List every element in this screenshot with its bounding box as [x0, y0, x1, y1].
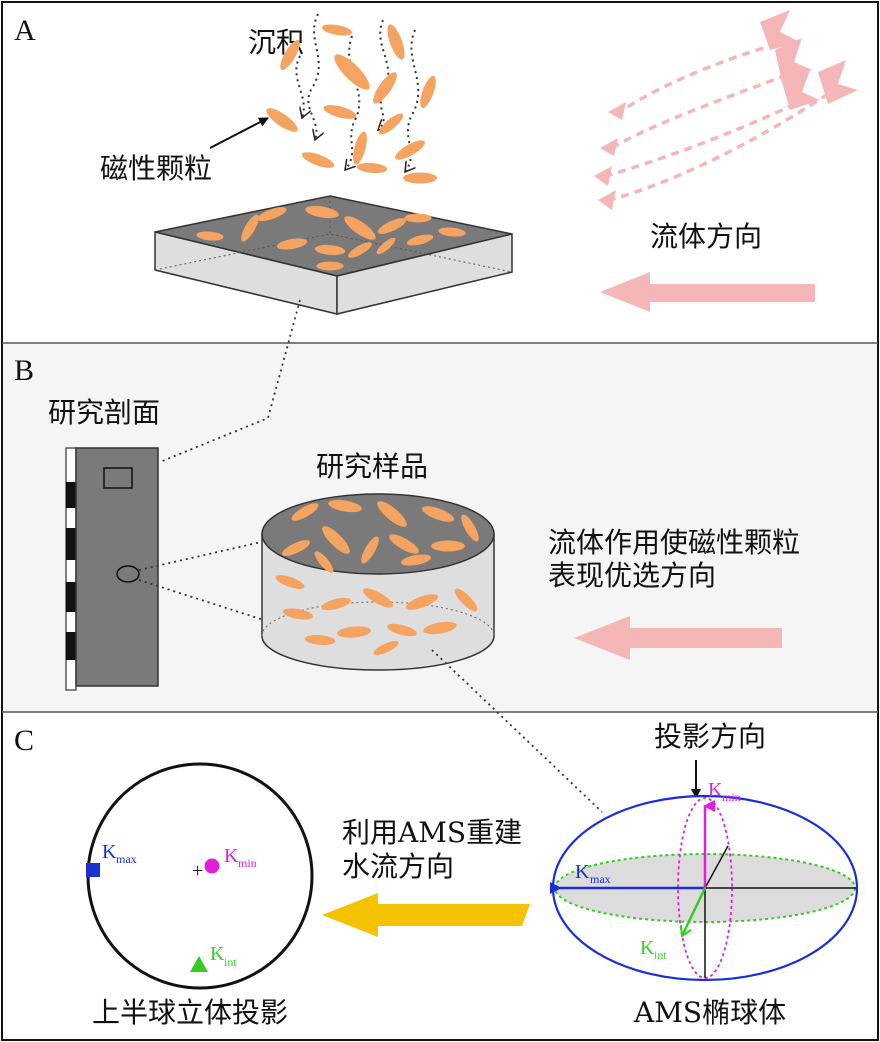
study-section-column	[65, 447, 159, 691]
reconstruction-arrow	[322, 893, 530, 937]
ams-ellipsoid	[550, 794, 859, 982]
study-sample-cylinder	[261, 493, 495, 671]
fluid-effect-caption-line2: 表现优选方向	[548, 559, 716, 592]
connector-section-to-sample-top	[138, 539, 271, 571]
ellipsoid-kmax-sub: max	[590, 872, 611, 886]
study-section-label: 研究剖面	[48, 396, 160, 429]
method-text-line1: 利用AMS重建	[342, 816, 522, 849]
stereonet-center-mark: +	[192, 860, 203, 882]
ellipsoid-kmin-letter: K	[708, 779, 723, 801]
ellipsoid-kmin-sub: min	[722, 790, 741, 804]
flow-direction-label: 流体方向	[650, 220, 762, 253]
stereonet-kmin-dot	[204, 858, 220, 874]
method-text-line2: 水流方向	[342, 850, 454, 883]
ellipsoid-caption: AMS椭球体	[633, 996, 786, 1029]
flow-dashed-arrows	[594, 10, 858, 210]
ellipsoid-kmax-letter: K	[575, 861, 590, 883]
projection-direction-label: 投影方向	[654, 720, 766, 753]
panel-b-flow-arrow	[574, 616, 782, 660]
magnetic-particles-label: 磁性颗粒	[100, 152, 212, 185]
section-label-a: A	[14, 14, 36, 47]
study-sample-label: 研究样品	[316, 450, 428, 483]
connector-section-to-sample-bottom	[138, 579, 271, 623]
stereonet-kint-sub: int	[224, 955, 237, 969]
stereonet-kmax-letter: K	[102, 841, 117, 863]
flow-direction-arrow	[600, 272, 815, 312]
fluid-effect-caption-line1: 流体作用使磁性颗粒	[548, 526, 800, 559]
stereonet-kmin-sub: min	[238, 856, 257, 870]
stereonet-kint-triangle	[190, 956, 208, 972]
section-label-b: B	[14, 354, 34, 387]
section-label-c: C	[14, 724, 34, 757]
sediment-slab	[154, 195, 513, 315]
ellipsoid-kint-sub: int	[654, 948, 667, 962]
stereonet-kmax-sub: max	[116, 852, 137, 866]
stereonet-kint-letter: K	[210, 943, 225, 965]
stereonet-kmax-square	[86, 863, 100, 877]
stereonet-caption: 上半球立体投影	[92, 996, 288, 1029]
particle-pointer-arrow	[209, 117, 269, 149]
ellipsoid-kint-letter: K	[640, 937, 655, 959]
stereonet-kmin-letter: K	[224, 845, 239, 867]
